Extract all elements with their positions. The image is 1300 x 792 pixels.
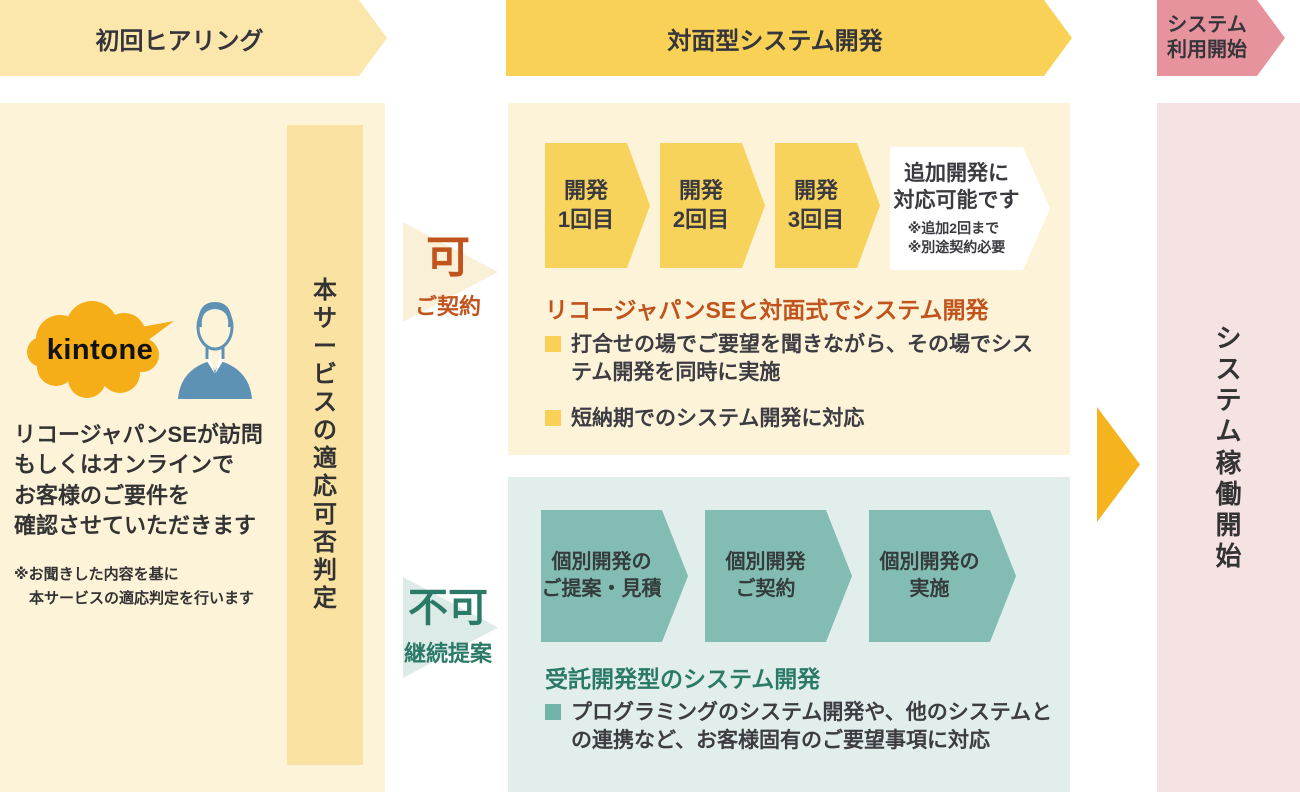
outsourced-step-3-arrow: 個別開発の 実施 [869,510,1016,642]
face-to-face-dev-panel: 開発 1回目 開発 2回目 開発 3回目 追加開発に 対応可能です ※追加2回ま… [508,103,1070,455]
banner-face-to-face-development: 対面型システム開発 [506,0,1072,76]
ng-subtitle: 継続提案 [403,641,492,666]
adaptability-judgment-label: 本サービスの適応可否判定 [313,276,337,613]
bullet-item: 打合せの場でご要望を聞きながら、その場でシステム開発を同時に実施 [545,331,1041,387]
kintone-speech-bubble-icon [27,301,174,398]
se-person-icon [178,302,252,399]
banner-face-to-face-development-label: 対面型システム開発 [667,27,883,55]
outsourced-dev-panel: 個別開発の ご提案・見積 個別開発 ご契約 個別開発の 実施 受託開発型のシステ… [508,477,1070,792]
banner-system-use-start-label: システム 利用開始 [1167,14,1247,61]
go-live-arrow-icon [1097,407,1140,522]
additional-dev-note: ※追加2回まで ※別途契約必要 [907,220,1006,256]
outsourced-dev-heading: 受託開発型のシステム開発 [545,666,821,692]
banner-initial-hearing: 初回ヒアリング [0,0,387,76]
ng-branch-label: 不可 継続提案 [388,584,508,668]
system-operation-panel: システム稼働開始 [1157,103,1300,792]
banner-initial-hearing-label: 初回ヒアリング [95,27,264,55]
banner-system-use-start: システム 利用開始 [1157,0,1285,76]
kintone-logo-label: kintone [46,334,154,366]
ok-branch-label: 可 ご契約 [392,232,504,321]
ng-title: 不可 [408,586,488,630]
additional-dev-box: 追加開発に 対応可能です ※追加2回まで ※別途契約必要 [890,147,1050,270]
additional-dev-text: 追加開発に 対応可能です [893,161,1020,213]
ok-subtitle: ご契約 [414,293,481,319]
outsourced-dev-bullets: プログラミングのシステム開発や、他のシステムとの連携など、お客様固有のご要望事項… [545,699,1066,755]
bullet-item: 短納期でのシステム開発に対応 [545,405,1041,433]
dev-step-2-arrow: 開発 2回目 [660,143,765,268]
face-to-face-dev-heading: リコージャパンSEと対面式でシステム開発 [545,297,989,323]
hearing-note: ※お聞きした内容を基に 本サービスの適応判定を行います [14,566,255,607]
adaptability-judgment-bar: 本サービスの適応可否判定 [287,125,363,765]
outsourced-step-1-arrow: 個別開発の ご提案・見積 [541,510,688,642]
hearing-description: リコージャパンSEが訪問 もしくはオンラインで お客様のご要件を 確認させていた… [14,422,263,539]
yellow-square-bullet-icon [545,409,561,426]
face-to-face-dev-bullets: 打合せの場でご要望を聞きながら、その場でシステム開発を同時に実施 短納期でのシス… [545,331,1041,433]
dev-step-1-arrow: 開発 1回目 [545,143,650,268]
bullet-item: プログラミングのシステム開発や、他のシステムとの連携など、お客様固有のご要望事項… [545,699,1066,755]
teal-square-bullet-icon [545,704,561,720]
system-operation-label: システム稼働開始 [1215,322,1242,572]
ok-title: 可 [426,233,470,282]
dev-step-3-arrow: 開発 3回目 [775,143,880,268]
outsourced-step-2-arrow: 個別開発 ご契約 [705,510,852,642]
yellow-square-bullet-icon [545,336,561,352]
